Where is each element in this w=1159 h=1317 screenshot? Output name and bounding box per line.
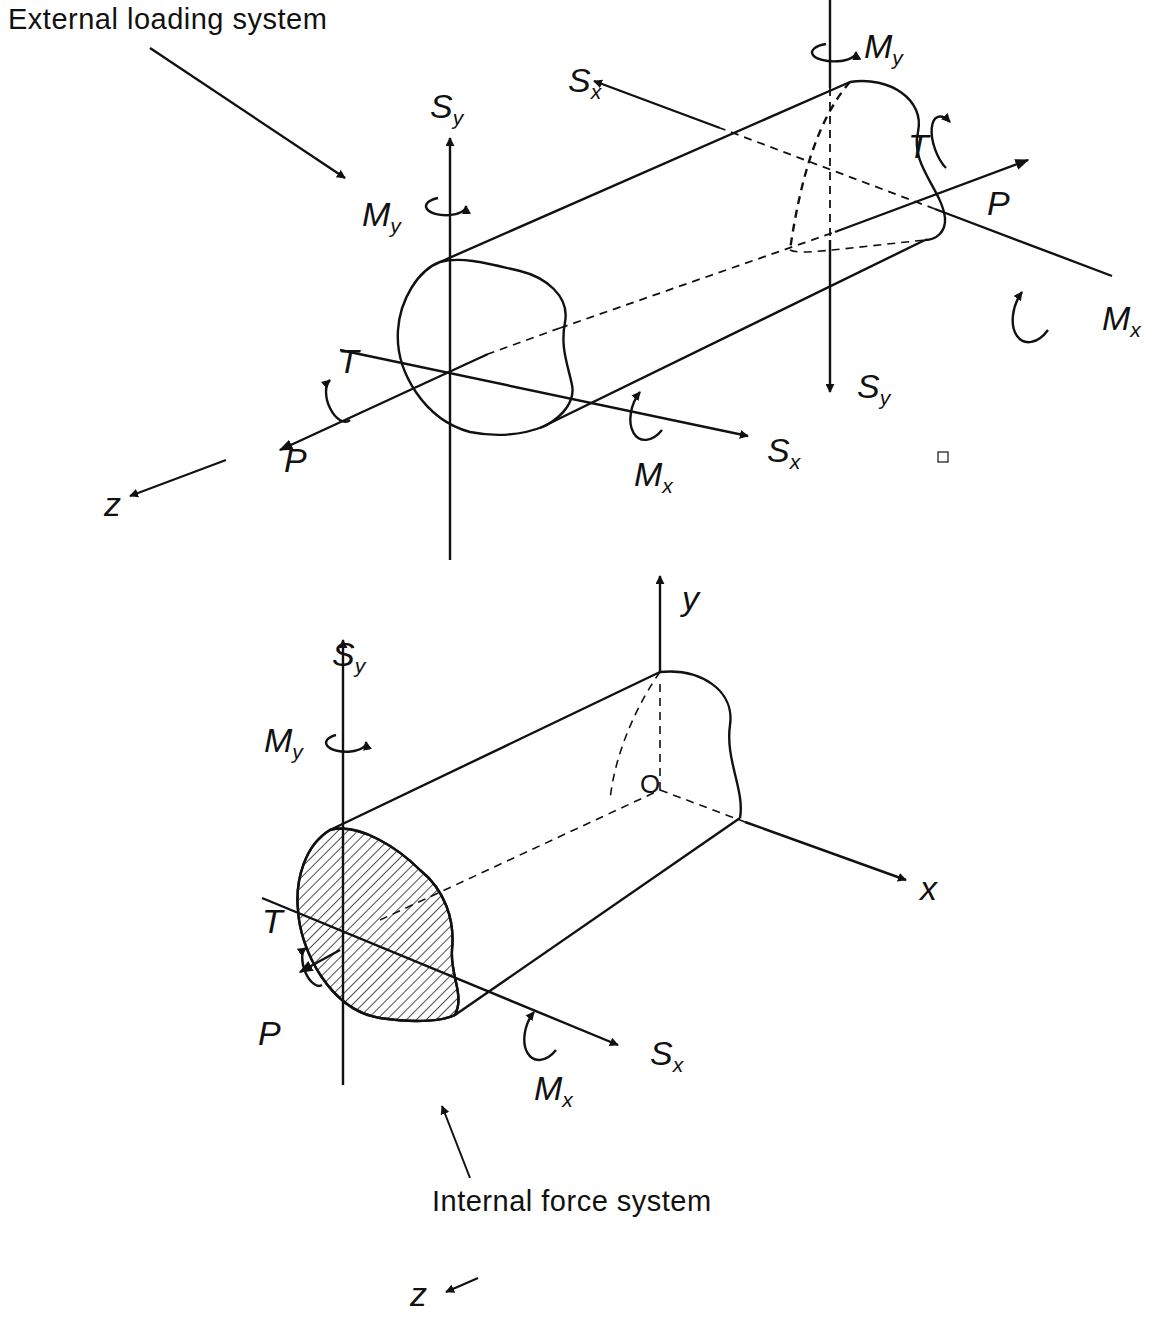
symbol-label: My — [262, 722, 305, 764]
symbol-label: Mx — [1100, 300, 1143, 342]
caption-label: External loading system — [6, 4, 329, 36]
symbol-label: x — [918, 870, 939, 907]
subscript: y — [453, 106, 464, 129]
subscript: y — [390, 214, 401, 237]
symbol-label: Mx — [532, 1070, 575, 1112]
symbol-label: z — [408, 1276, 429, 1313]
symbol-label: T — [260, 903, 285, 940]
symbol-label: Sy — [855, 368, 892, 410]
subscript: x — [662, 474, 673, 497]
caption-label: Internal force system — [430, 1186, 714, 1218]
subscript: y — [355, 654, 366, 677]
symbol-label: z — [102, 486, 123, 523]
symbol-label: Sy — [330, 636, 367, 678]
subscript: x — [673, 1053, 684, 1076]
subscript: x — [562, 1088, 573, 1111]
symbol-label: T — [336, 343, 361, 380]
subscript: x — [1130, 318, 1141, 341]
subscript: x — [790, 450, 801, 473]
symbol-label: Mx — [632, 456, 675, 498]
subscript: y — [892, 46, 903, 69]
symbol-label: y — [680, 580, 701, 617]
symbol-label: Sx — [765, 432, 802, 474]
symbol-label: Sy — [428, 88, 465, 130]
symbol-label: Sx — [648, 1035, 685, 1077]
subscript: x — [591, 80, 602, 103]
symbol-label: T — [906, 128, 931, 165]
symbol-label: My — [360, 196, 403, 238]
symbol-label: My — [862, 28, 905, 70]
symbol-label: P — [256, 1015, 283, 1052]
symbol-label: P — [282, 442, 309, 479]
subscript: y — [880, 386, 891, 409]
subscript: y — [292, 740, 303, 763]
symbol-label: Sx — [566, 62, 603, 104]
symbol-label: O — [638, 770, 662, 799]
symbol-label: P — [985, 185, 1012, 222]
